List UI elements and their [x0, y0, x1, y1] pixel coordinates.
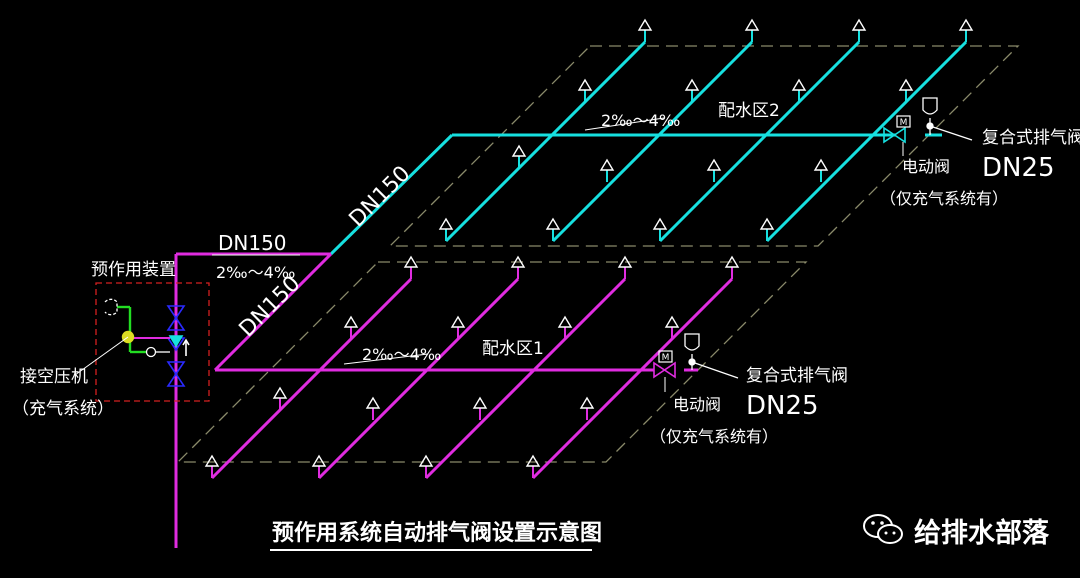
zone-2-slope-label: 2‰～4‰ — [601, 111, 680, 130]
zone-1-piping — [174, 252, 734, 548]
zone-1-vent-icon — [684, 333, 739, 379]
zone-2-border — [388, 45, 1020, 247]
zone-1-vent-dn: DN25 — [746, 391, 819, 421]
zone-1-valve-note: （仅充气系统有） — [650, 427, 778, 446]
zone-1-border — [176, 261, 808, 463]
zone-1-valve-label: 电动阀 — [673, 395, 721, 414]
wechat-icon — [863, 514, 903, 544]
zone-2-piping — [329, 40, 968, 256]
compressor-connection — [74, 298, 170, 376]
compressor-label: 接空压机 — [20, 367, 88, 387]
zone-1-vent-label: 复合式排气阀 — [746, 366, 848, 386]
zone-2-motorized-valve-icon: M — [883, 115, 911, 156]
zone-1-motorized-valve-icon: M — [653, 350, 676, 392]
zone-2-valve-label: 电动阀 — [902, 157, 950, 176]
zone-2-valve-symbol: M — [900, 118, 908, 128]
zone-1-valve-symbol: M — [662, 353, 670, 363]
pre-action-device-label: 预作用装置 — [91, 260, 176, 280]
zone-2-vent-dn: DN25 — [982, 153, 1055, 183]
pre-action-valve-icon — [166, 305, 190, 387]
riser-slope-label: 2‰～4‰ — [216, 263, 295, 282]
zone-2-vent-icon — [922, 97, 973, 141]
riser-dn-label: DN150 — [218, 231, 287, 255]
zone-1-name: 配水区1 — [482, 339, 544, 359]
zone-1-slope-label: 2‰～4‰ — [362, 345, 441, 364]
diagram-title: 预作用系统自动排气阀设置示意图 — [272, 520, 602, 546]
zone-2-valve-note: （仅充气系统有） — [880, 189, 1008, 208]
pre-action-device-box — [95, 282, 210, 402]
compressor-sublabel: （充气系统） — [12, 399, 114, 419]
watermark-text: 给排水部落 — [914, 517, 1049, 549]
zone-2-name: 配水区2 — [718, 101, 780, 121]
watermark: 给排水部落 — [862, 510, 1049, 550]
zone-2-vent-label: 复合式排气阀 — [982, 128, 1080, 148]
upper-main-dn-label: DN150 — [345, 161, 416, 232]
